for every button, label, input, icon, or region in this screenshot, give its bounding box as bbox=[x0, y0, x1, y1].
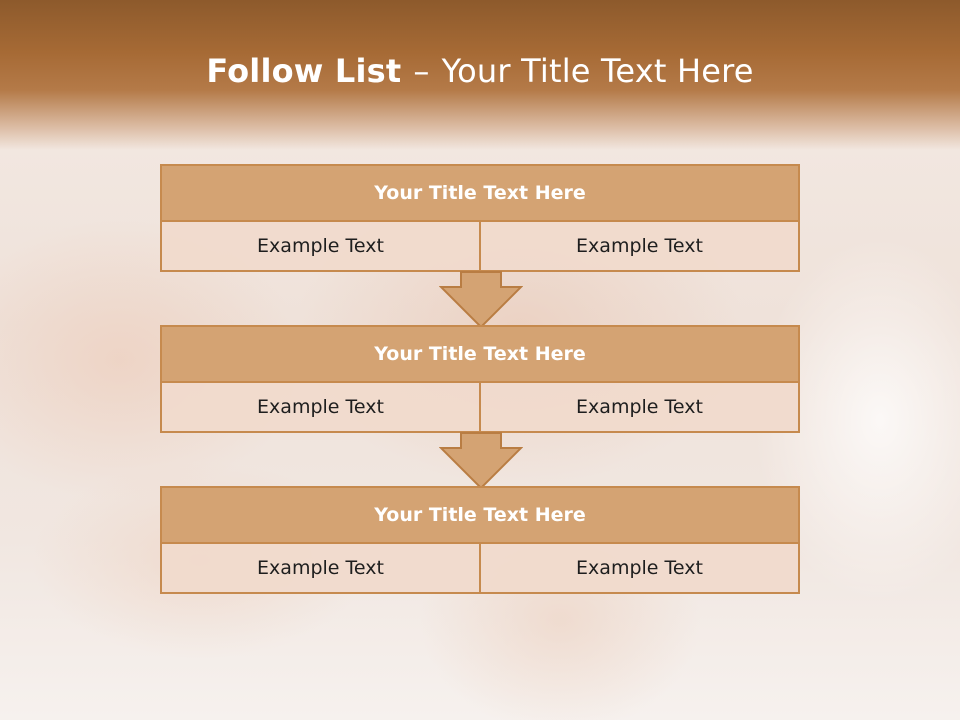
slide-title-text: Your Title Text Here bbox=[441, 52, 754, 90]
flow-block-title: Your Title Text Here bbox=[160, 325, 800, 383]
flow-block-title: Your Title Text Here bbox=[160, 164, 800, 222]
slide-title: Follow List–Your Title Text Here bbox=[0, 52, 960, 90]
flow-block-row: Example Text Example Text bbox=[160, 544, 800, 594]
slide-title-bold: Follow List bbox=[206, 52, 402, 90]
down-arrow-icon bbox=[439, 432, 523, 490]
flow-block-row: Example Text Example Text bbox=[160, 383, 800, 433]
flow-block-1: Your Title Text Here Example Text Exampl… bbox=[160, 164, 800, 272]
flow-block-2: Your Title Text Here Example Text Exampl… bbox=[160, 325, 800, 433]
flow-cell-left: Example Text bbox=[160, 383, 481, 433]
flow-block-title: Your Title Text Here bbox=[160, 486, 800, 544]
title-bar bbox=[0, 0, 960, 150]
flow-block-row: Example Text Example Text bbox=[160, 222, 800, 272]
flow-cell-right: Example Text bbox=[481, 383, 800, 433]
flow-cell-left: Example Text bbox=[160, 544, 481, 594]
down-arrow-icon bbox=[439, 271, 523, 329]
flow-cell-right: Example Text bbox=[481, 222, 800, 272]
flow-cell-left: Example Text bbox=[160, 222, 481, 272]
flow-block-3: Your Title Text Here Example Text Exampl… bbox=[160, 486, 800, 594]
slide-title-separator: – bbox=[413, 52, 430, 90]
flow-cell-right: Example Text bbox=[481, 544, 800, 594]
